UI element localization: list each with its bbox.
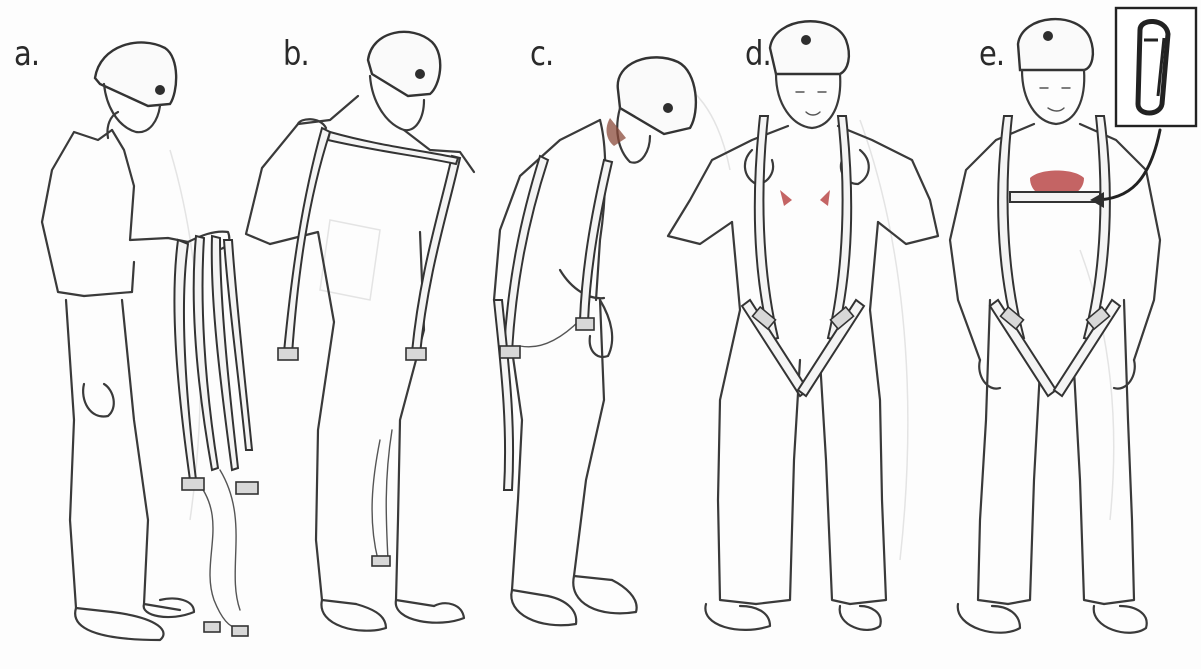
figure-a-person-holding-harness xyxy=(42,42,258,640)
figure-b-helmet xyxy=(368,32,440,96)
background-bleed xyxy=(170,60,1114,560)
figure-b-person-lifting-harness xyxy=(246,32,474,631)
figure-c-helmet xyxy=(618,57,696,134)
figure-d-person-tightening-shoulder-straps xyxy=(668,21,938,630)
carabiner-inset xyxy=(1116,8,1196,126)
figure-c-person-fastening-leg-strap xyxy=(494,57,696,625)
figure-d-helmet xyxy=(770,21,849,74)
figure-e-helmet xyxy=(1018,19,1093,70)
